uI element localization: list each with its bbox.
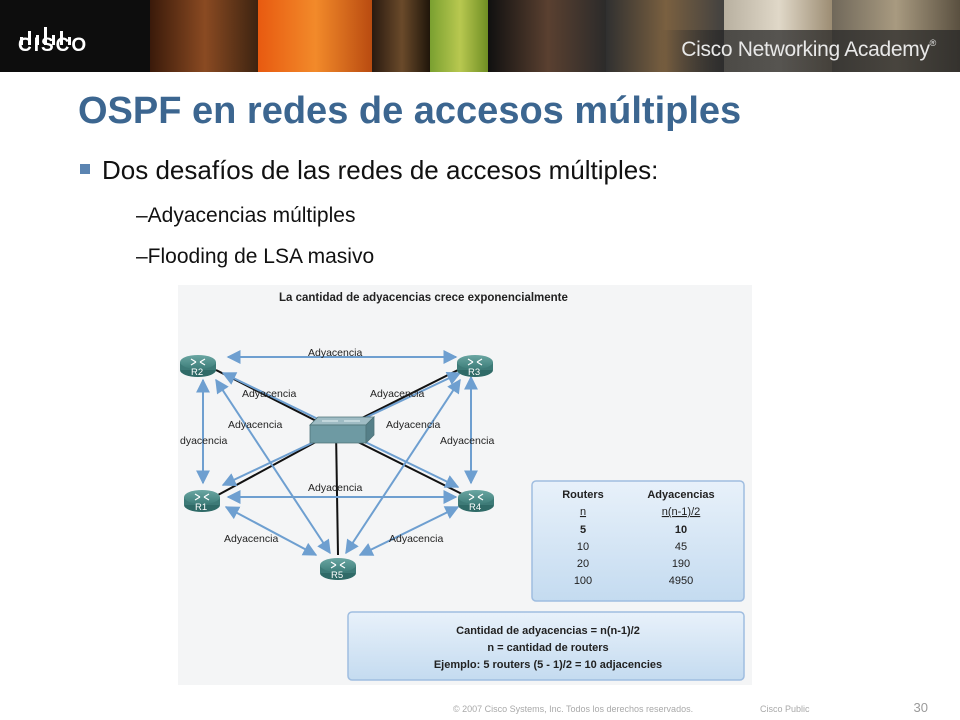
arrow-r3-r5 xyxy=(345,378,461,555)
table-cell: 20 xyxy=(577,558,589,570)
router-r2: R2 xyxy=(180,355,216,378)
banner-photo-3 xyxy=(372,0,432,72)
adjacency-label: Adyacencia xyxy=(308,347,362,359)
adjacency-labels: Adyacencia Adyacencia Adyacencia Adyacen… xyxy=(180,347,494,545)
table-cell: 10 xyxy=(675,524,687,536)
bullet-main: Dos desafíos de las redes de accesos múl… xyxy=(80,155,658,186)
adjacency-diagram: La cantidad de adyacencias crece exponen… xyxy=(180,292,745,681)
banner-photo-5 xyxy=(488,0,608,72)
arrow-r2-r5 xyxy=(215,378,331,555)
adjacency-label: Adyacencia xyxy=(228,419,282,431)
academy-title: Cisco Networking Academy® xyxy=(681,38,936,61)
adjacency-label: dyacencia xyxy=(180,435,227,447)
table-header: Routers xyxy=(562,489,604,501)
router-r1: R1 xyxy=(184,490,220,513)
router-label: R5 xyxy=(331,570,343,581)
table-formula-cell: n xyxy=(580,506,586,518)
table-cell: 4950 xyxy=(669,575,693,587)
router-label: R4 xyxy=(469,502,481,513)
router-label: R1 xyxy=(195,502,207,513)
page-number: 30 xyxy=(913,700,928,715)
formula-line: n = cantidad de routers xyxy=(487,642,608,654)
formula-box: Cantidad de adyacencias = n(n-1)/2 n = c… xyxy=(347,611,745,681)
cisco-logo-text: CISCO xyxy=(18,35,89,56)
table-cell: 10 xyxy=(577,541,589,553)
router-r3: R3 xyxy=(457,355,493,378)
banner-photo-2 xyxy=(258,0,373,72)
adjacency-label: Adyacencia xyxy=(389,533,443,545)
adjacency-label: Adyacencia xyxy=(242,388,296,400)
router-label: R3 xyxy=(468,367,480,378)
cisco-bridge-logo-icon xyxy=(20,27,71,45)
arrow-r4-r5 xyxy=(358,506,460,556)
adjacency-label: Adyacencia xyxy=(386,419,440,431)
figure-heading: La cantidad de adyacencias crece exponen… xyxy=(279,292,568,304)
adjacency-table: Routers Adyacencias n n(n-1)/2 5 10 10 4… xyxy=(531,480,745,602)
table-cell: 45 xyxy=(675,541,687,553)
square-bullet-icon xyxy=(80,164,90,175)
table-header: Adyacencias xyxy=(647,489,714,501)
adjacency-label: Adyacencia xyxy=(224,533,278,545)
banner-photo-1 xyxy=(150,0,260,72)
arrow-r1-r5 xyxy=(224,506,318,556)
copyright-footer: © 2007 Cisco Systems, Inc. Todos los der… xyxy=(453,704,694,714)
router-label: R2 xyxy=(191,367,203,378)
academy-backdrop xyxy=(660,30,960,72)
table-cell: 190 xyxy=(672,558,690,570)
router-r5: R5 xyxy=(320,558,356,581)
table-cell: 5 xyxy=(580,524,586,536)
adjacency-label: Adyacencia xyxy=(308,482,362,494)
banner-photo-4 xyxy=(430,0,490,72)
adjacency-figure: La cantidad de adyacencias crece exponen… xyxy=(178,285,752,685)
classification-footer: Cisco Public xyxy=(760,704,810,714)
switch-icon xyxy=(309,416,375,444)
adjacency-label: Adyacencia xyxy=(440,435,494,447)
slide-title: OSPF en redes de accesos múltiples xyxy=(78,90,742,132)
formula-line: Cantidad de adyacencias = n(n-1)/2 xyxy=(456,625,640,637)
table-cell: 100 xyxy=(574,575,592,587)
header-banner: CISCO Cisco Networking Academy® xyxy=(0,0,960,72)
sub-bullet-2: –Flooding de LSA masivo xyxy=(136,245,375,268)
table-formula-cell: n(n-1)/2 xyxy=(662,506,701,518)
router-r4: R4 xyxy=(458,490,494,513)
sub-bullet-1: –Adyacencias múltiples xyxy=(136,204,356,227)
adjacency-label: Adyacencia xyxy=(370,388,424,400)
formula-line: Ejemplo: 5 routers (5 - 1)/2 = 10 adjace… xyxy=(434,659,662,671)
